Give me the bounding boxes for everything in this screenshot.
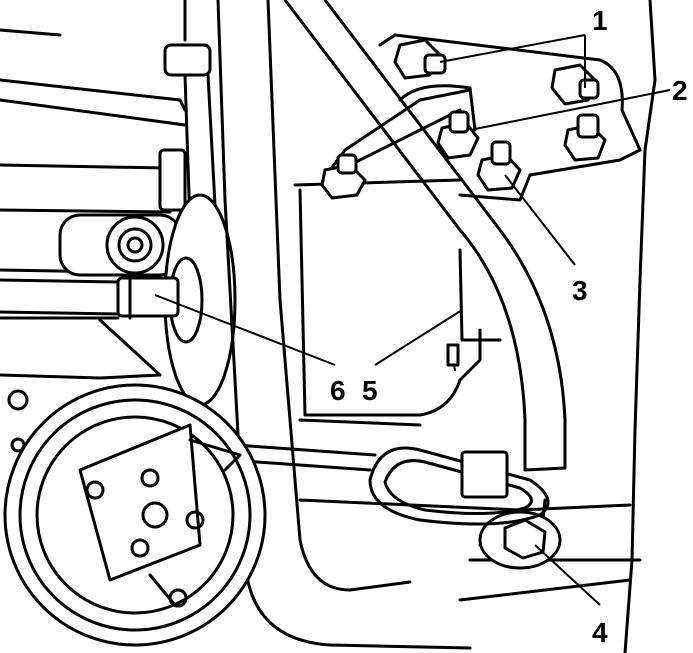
- callout-1: 1: [592, 5, 608, 36]
- bolt-3: [476, 140, 522, 192]
- bolt-left: [320, 153, 367, 200]
- diagonal-pipe: [283, 0, 567, 472]
- hose-clamp: [0, 276, 180, 320]
- leader-lines: [154, 34, 671, 606]
- wire-loop: [228, 443, 550, 526]
- leader-1a: [439, 34, 586, 63]
- bolt-1a: [393, 38, 447, 80]
- bolt-2: [436, 110, 480, 160]
- leader-2: [469, 89, 671, 131]
- pulley-wheel: [3, 383, 267, 647]
- engine-block: [293, 178, 502, 417]
- lower-rail: [298, 418, 642, 602]
- callout-labels: 1 2 3 4 5 6: [330, 5, 688, 648]
- leader-5: [374, 309, 463, 366]
- bolt-top-right: [563, 113, 607, 162]
- leader-4: [534, 544, 601, 606]
- callout-3: 3: [572, 275, 588, 306]
- bolt-1b: [550, 63, 600, 106]
- callout-4: 4: [592, 617, 608, 648]
- leader-6: [154, 294, 336, 366]
- callout-5: 5: [362, 375, 378, 406]
- callout-2: 2: [672, 75, 688, 106]
- bolts: [320, 38, 607, 200]
- leader-3: [504, 174, 576, 266]
- callout-6: 6: [330, 375, 346, 406]
